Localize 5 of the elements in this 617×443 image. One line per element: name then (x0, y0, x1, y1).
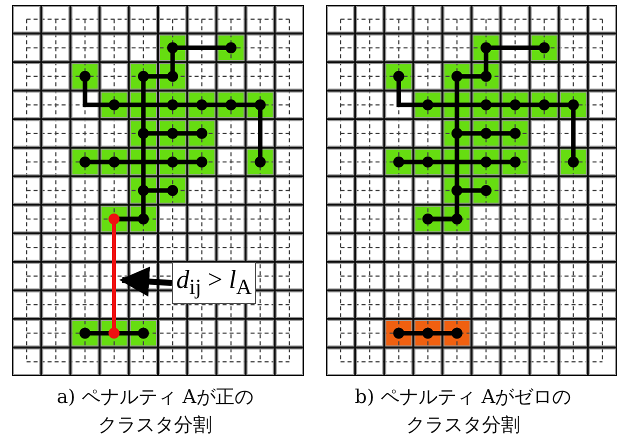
distance-line (108, 213, 120, 340)
caption: b) ペナルティ Aがゼロのクラスタ分割 (354, 385, 572, 438)
caption: a) ペナルティ Aが正のクラスタ分割 (56, 385, 254, 438)
arrow (119, 266, 172, 297)
formula-box: d$_{ij}$ > l$_{A}$ (172, 262, 256, 304)
